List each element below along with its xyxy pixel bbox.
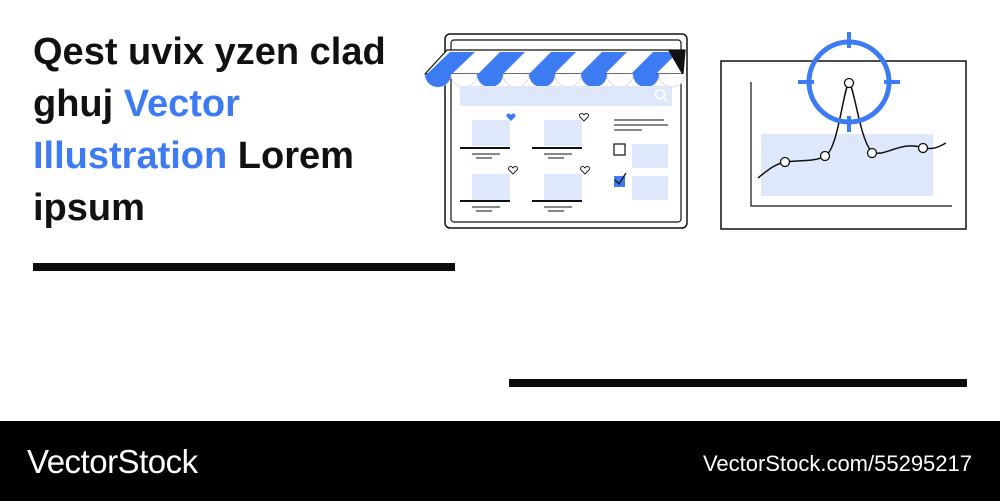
headline-part1: Qest uvix yzen clad ghuj <box>33 31 386 125</box>
divider-top <box>33 263 455 271</box>
filter-panel <box>613 119 668 200</box>
shop-illustration <box>423 33 688 229</box>
product-card[interactable] <box>532 113 589 159</box>
footer-bar: VectorStock VectorStock.com/55295217 <box>0 421 1000 501</box>
chart-point <box>779 156 791 168</box>
chart-point <box>843 77 855 89</box>
chart-point <box>917 142 929 154</box>
checkmark-icon <box>614 172 627 186</box>
chart-point <box>819 150 831 162</box>
crosshair-icon <box>798 32 900 132</box>
heart-icon[interactable] <box>579 113 589 122</box>
checkbox[interactable] <box>614 176 625 187</box>
search-bar[interactable] <box>460 86 672 106</box>
heart-icon[interactable] <box>508 166 518 175</box>
heart-icon[interactable] <box>580 166 590 175</box>
chart-illustration <box>720 32 967 230</box>
chart-axes <box>750 82 952 207</box>
headline-part2: Lorem ipsum <box>33 135 354 229</box>
chart-point <box>866 147 878 159</box>
headline-accent: Vector Illustration <box>33 83 240 177</box>
divider-bottom <box>509 379 967 387</box>
chart-area <box>761 134 933 196</box>
search-icon[interactable] <box>654 88 668 102</box>
product-card[interactable] <box>532 166 590 212</box>
browser-inner-frame <box>450 39 682 223</box>
brand-logo: VectorStock <box>27 443 198 480</box>
product-card[interactable] <box>460 113 516 159</box>
product-card[interactable] <box>460 166 518 212</box>
awning <box>423 49 686 88</box>
heart-icon[interactable] <box>506 113 516 121</box>
headline: Qest uvix yzen clad ghuj Vector Illustra… <box>33 26 433 234</box>
brand-url: VectorStock.com/55295217 <box>702 451 972 476</box>
checkbox[interactable] <box>613 143 626 156</box>
